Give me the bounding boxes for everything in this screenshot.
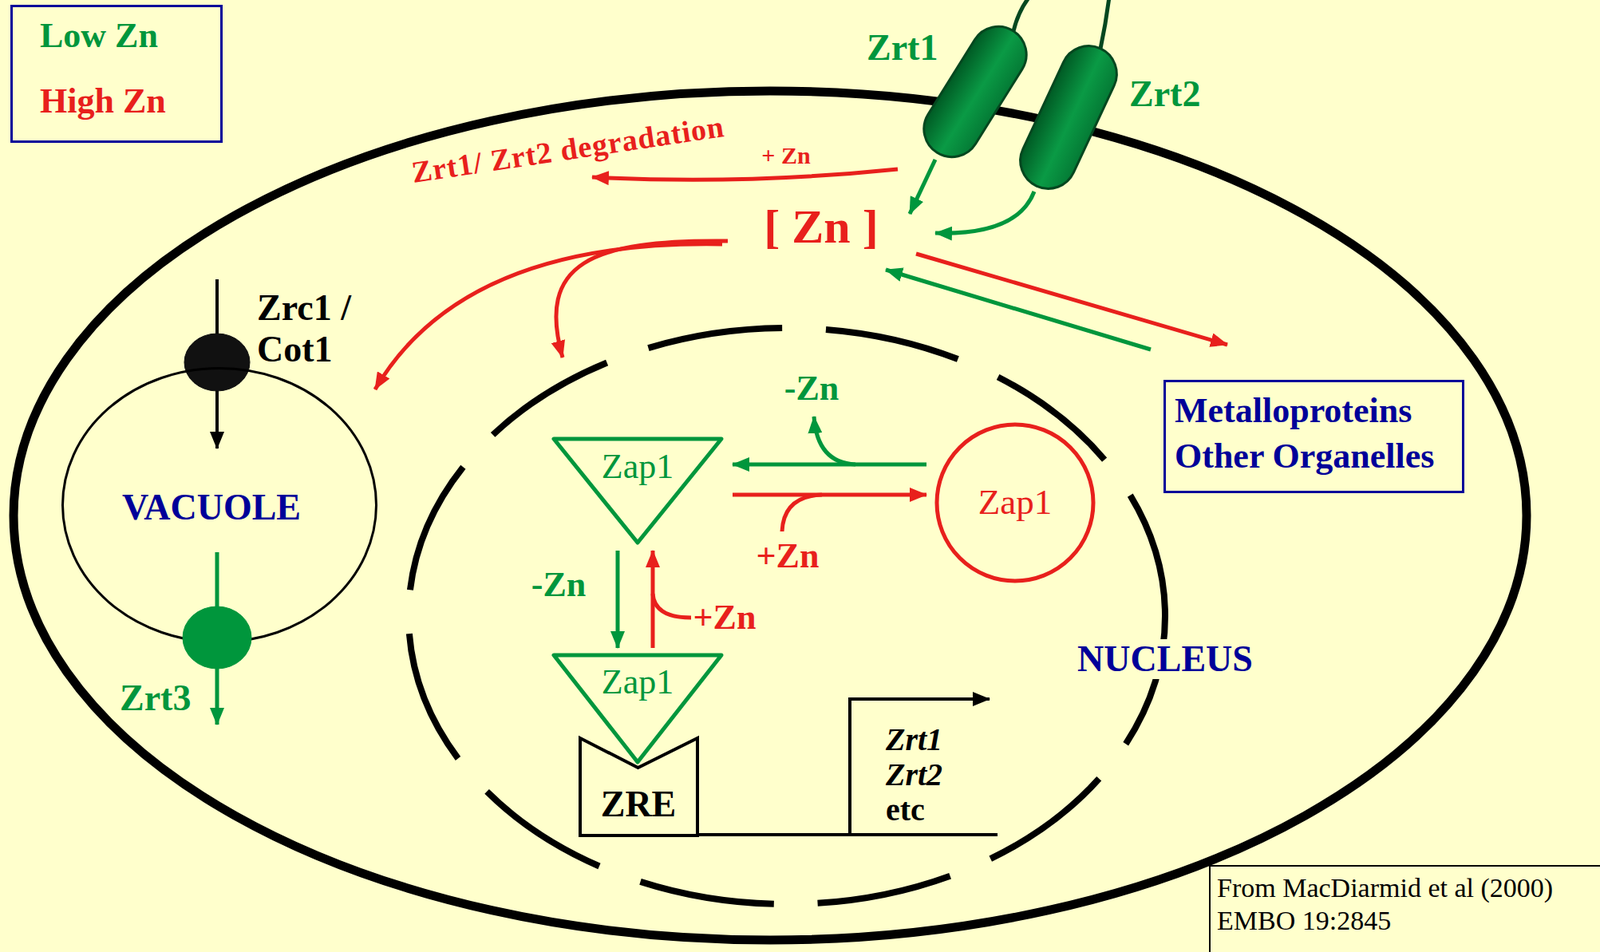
element-label: ZRE — [600, 784, 677, 826]
process-label: Zrt1/ Zrt2 degradation — [409, 110, 727, 190]
branch-arrow — [813, 416, 856, 465]
degradation-arrow — [592, 169, 898, 180]
outline — [553, 438, 722, 543]
branch-line — [782, 494, 822, 532]
state-arrow — [732, 493, 927, 498]
condition-label: +Zn — [756, 537, 820, 576]
promoter-arrow — [849, 699, 990, 835]
transporter-label: Zrt3 — [119, 678, 191, 720]
legend-key: High Zn — [39, 82, 166, 121]
capsule-body — [1011, 36, 1126, 198]
legend-label: Low Zn — [39, 15, 159, 56]
zinc-flow-arrow — [885, 269, 1151, 350]
protein-label: Zap1 — [601, 447, 674, 486]
vacuole-outline: VACUOLE — [61, 367, 378, 644]
transporter-dot-shape — [181, 605, 253, 670]
transporter-label: Zrt1 — [866, 27, 938, 69]
dot-body — [184, 333, 250, 392]
zinc-flow-arrow — [556, 240, 728, 358]
condition-label: -Zn — [784, 369, 839, 408]
export-arrow — [215, 663, 220, 725]
transporter-capsule-shape — [1011, 36, 1126, 198]
state-arrow — [616, 550, 621, 648]
protein-label: Zap1 — [601, 663, 674, 702]
transporter-dot: Zrc1 / Cot1 — [183, 332, 251, 392]
uptake-arrow — [935, 191, 1035, 234]
citation-box: From MacDiarmid et al (2000) EMBO 19:284… — [1208, 865, 1600, 952]
compartment-label: VACUOLE — [122, 487, 301, 529]
zap1-triangle: Zap1 — [550, 436, 725, 546]
outline — [63, 368, 377, 643]
target-box: Metalloproteins Other Organelles — [1163, 379, 1465, 494]
legend-key: Low Zn — [39, 16, 159, 56]
zinc-flow-arrow — [916, 253, 1228, 345]
condition-label: + Zn — [761, 142, 810, 169]
uptake-arrow — [909, 159, 936, 214]
transporter-capsule: Zrt2 — [1011, 36, 1126, 198]
outline — [580, 738, 698, 836]
gene-name: Zrt2 — [885, 757, 943, 793]
nucleus-outline-shape — [405, 324, 1169, 908]
protein-label: Zap1 — [978, 482, 1052, 523]
transporter-capsule: Zrt1 — [913, 15, 1037, 168]
outline — [936, 424, 1094, 581]
branch-line — [652, 593, 692, 618]
gene-name: Zrt1 — [885, 722, 943, 758]
import-arrow — [215, 384, 219, 449]
citation-text: From MacDiarmid et al (2000) EMBO 19:284… — [1216, 872, 1573, 938]
legend-label: High Zn — [39, 81, 166, 121]
condition-label: +Zn — [693, 598, 757, 637]
transporter-stalk — [1013, 0, 1030, 32]
outline — [408, 327, 1166, 905]
transporter-label: Zrt2 — [1129, 74, 1201, 115]
cell-membrane — [13, 90, 1527, 941]
dot-body — [182, 606, 252, 669]
nucleus-outline: NUCLEUSZap1Zap1Zap1ZRE — [405, 324, 1169, 908]
zre-element: ZRE — [578, 736, 700, 838]
zinc-pool-label: [ Zn ] — [763, 200, 878, 253]
compartment-label: NUCLEUS — [1072, 639, 1258, 680]
state-arrow — [651, 550, 656, 648]
zap1-circle: Zap1 — [934, 422, 1096, 584]
transporter-dot: Zrt3 — [181, 605, 253, 670]
transporter-stalk — [1100, 0, 1110, 49]
zinc-flow-arrow — [375, 244, 723, 390]
transporter-dot-shape — [183, 332, 251, 392]
gene-name: etc — [885, 792, 925, 828]
condition-label: -Zn — [531, 565, 586, 605]
transporter-label: Zrc1 / Cot1 — [256, 287, 377, 370]
legend-box: Low Zn High Zn — [10, 4, 223, 143]
state-arrow — [732, 462, 927, 467]
target-label: Metalloproteins Other Organelles — [1174, 387, 1454, 479]
